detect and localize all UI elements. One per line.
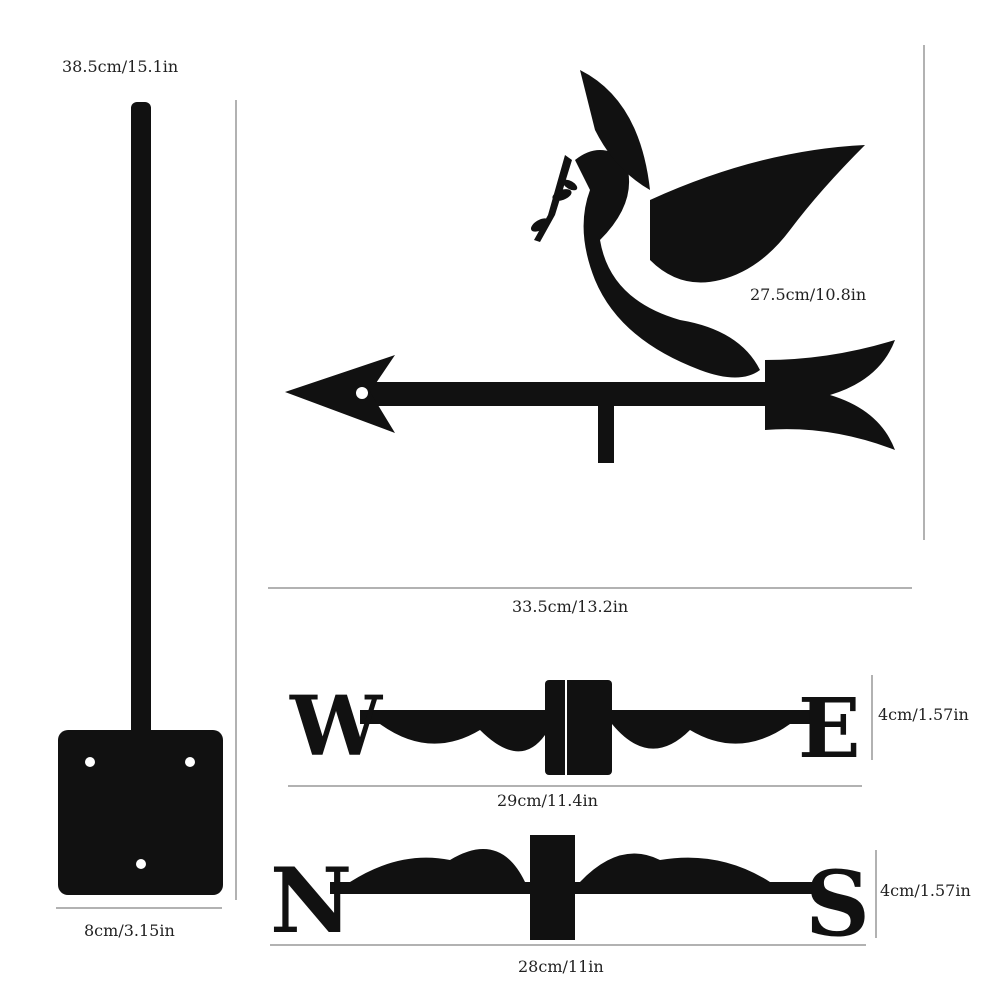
vane-width-label: 33.5cm/13.2in <box>512 597 629 616</box>
we-width-label: 29cm/11.4in <box>497 791 598 810</box>
we-height-label: 4cm/1.57in <box>878 705 969 724</box>
vane-height-label: 27.5cm/10.8in <box>750 285 867 304</box>
south-letter: S <box>805 851 870 957</box>
base-width-label: 8cm/3.15in <box>84 921 175 940</box>
ns-height-label: 4cm/1.57in <box>880 881 971 900</box>
pole-with-base <box>58 102 223 895</box>
west-letter: W <box>289 679 384 775</box>
north-letter: N <box>270 848 352 954</box>
west-east-bar: W E <box>289 679 861 777</box>
pole-height-label: 38.5cm/15.1in <box>62 57 179 76</box>
north-south-bar: N S <box>270 835 870 957</box>
ns-width-label: 28cm/11in <box>518 957 604 976</box>
dimension-lines <box>56 45 925 946</box>
east-letter: E <box>798 681 861 777</box>
dove-arrow-vane <box>285 70 895 463</box>
